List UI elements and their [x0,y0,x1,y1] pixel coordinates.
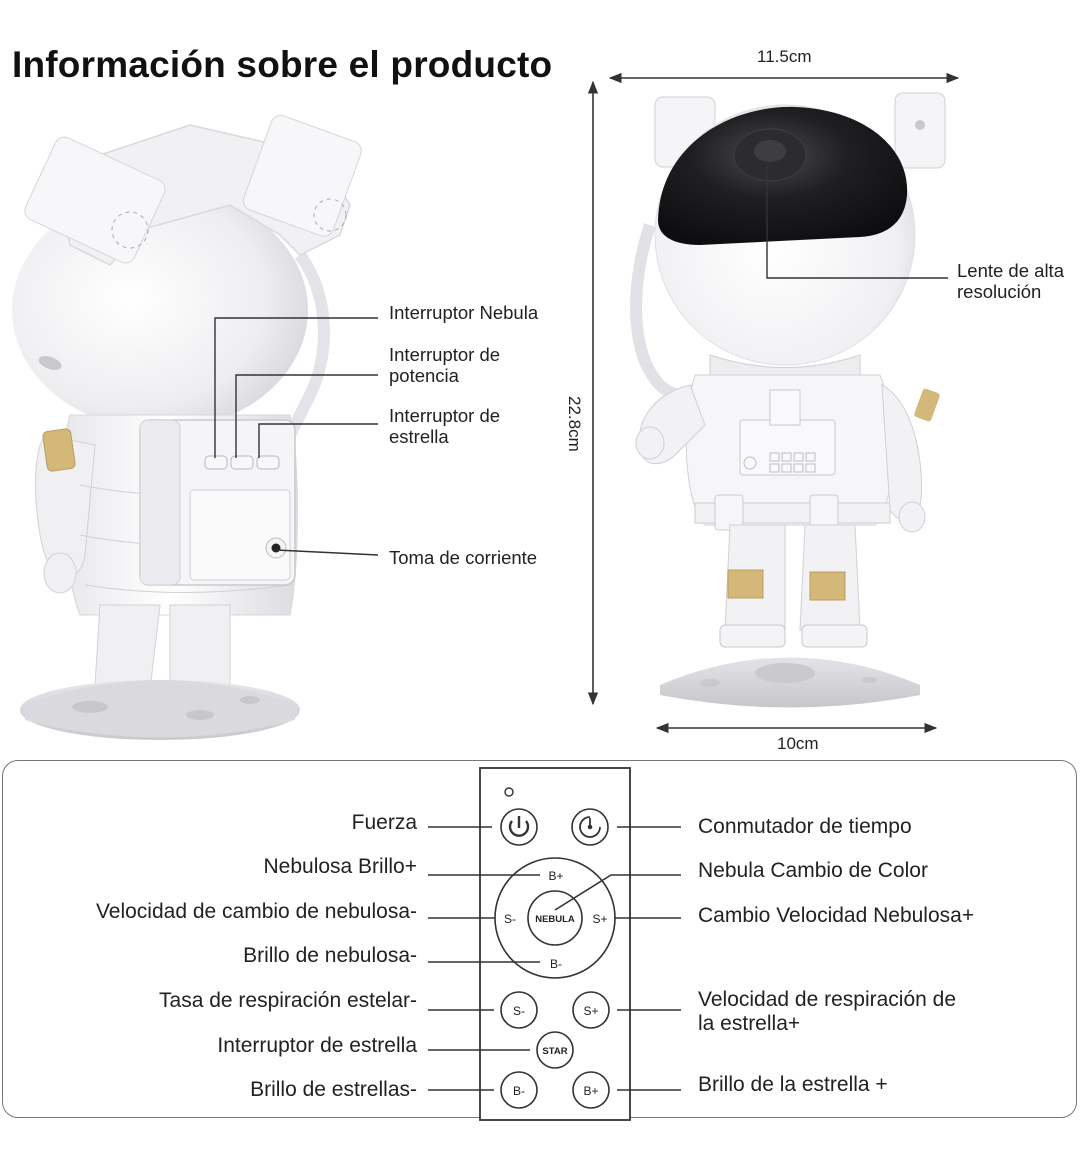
label-star-brightness-up: Brillo de la estrella + [698,1073,888,1096]
callout-lens-line2: resolución [957,281,1042,302]
dimension-width-top: 11.5cm [757,47,812,66]
callout-star-switch-line1: Interruptor de [389,405,501,426]
callout-power-switch: Interruptor de potencia [389,344,500,386]
label-star-breathing-up-line2: la estrella+ [698,1012,801,1035]
star-switch-button[interactable]: STAR [542,1046,567,1057]
callout-power-switch-line1: Interruptor de [389,344,501,365]
label-nebula-speed-down: Velocidad de cambio de nebulosa- [95,900,417,923]
callout-star-switch: Interruptor de estrella [389,405,500,447]
label-power: Fuerza [351,811,417,834]
label-nebula-brightness-up: Nebulosa Brillo+ [263,855,417,878]
timer-icon[interactable] [572,809,608,845]
label-star-breathing-up: Velocidad de respiración de la estrella+ [698,988,956,1036]
nebula-brightness-up-button[interactable]: B+ [548,869,563,883]
callout-star-switch-line2: estrella [389,426,449,447]
nebula-speed-down-button[interactable]: S- [504,912,516,926]
power-icon[interactable] [501,809,537,845]
label-star-breathing-down: Tasa de respiración estelar- [159,989,417,1012]
star-breathing-down-button[interactable]: S- [513,1004,525,1018]
nebula-color-button[interactable]: NEBULA [535,914,575,925]
star-brightness-up-button[interactable]: B+ [583,1084,598,1098]
callout-nebula-switch: Interruptor Nebula [389,302,539,323]
label-nebula-speed-up: Cambio Velocidad Nebulosa+ [698,904,975,927]
dimension-width-base: 10cm [777,734,819,753]
label-timer: Conmutador de tiempo [698,815,912,838]
label-nebula-color-change: Nebula Cambio de Color [698,859,928,882]
label-nebula-brightness-down: Brillo de nebulosa- [243,944,417,967]
star-breathing-up-button[interactable]: S+ [583,1004,598,1018]
label-star-brightness-down: Brillo de estrellas- [250,1078,417,1101]
callout-lens-line1: Lente de alta [957,260,1064,281]
page-title: Información sobre el producto [12,44,553,85]
astronaut-back-view-illustration [12,114,362,740]
nebula-speed-up-button[interactable]: S+ [592,912,607,926]
star-brightness-down-button[interactable]: B- [513,1084,525,1098]
label-star-switch: Interruptor de estrella [217,1034,417,1057]
callout-power-socket: Toma de corriente [389,547,538,568]
astronaut-front-view-illustration [630,92,946,708]
label-star-breathing-up-line1: Velocidad de respiración de [698,988,957,1011]
nebula-brightness-down-button[interactable]: B- [550,957,562,971]
callout-lens: Lente de alta resolución [957,260,1064,302]
callout-power-switch-line2: potencia [389,365,459,386]
